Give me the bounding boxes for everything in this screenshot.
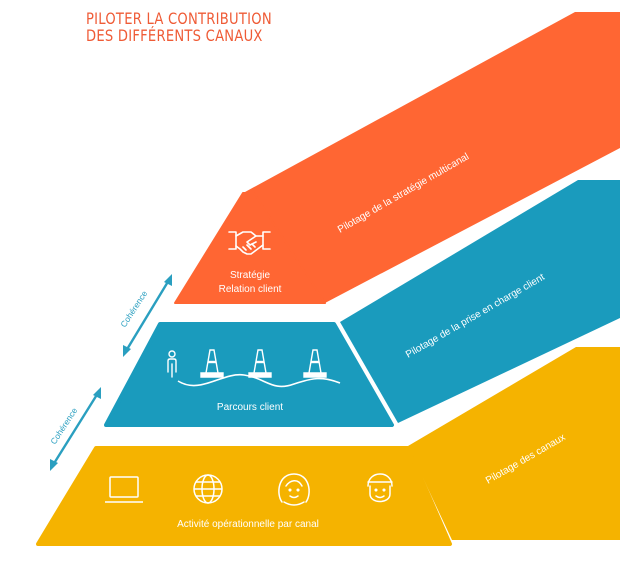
coherence-label-upper: Cohérence (118, 289, 149, 330)
traffic-cone-icon (303, 349, 327, 378)
laptop-icon (105, 476, 143, 503)
handshake-icon (228, 231, 271, 255)
title-line-1: PILOTER LA CONTRIBUTION (86, 9, 272, 28)
band-middle (340, 180, 620, 423)
globe-icon (193, 474, 223, 504)
coherence-label-lower: Cohérence (48, 406, 79, 447)
traffic-cone-icon (248, 349, 272, 378)
band-bottom (408, 347, 620, 540)
coherence-arrow-lower (50, 387, 101, 471)
page-title: PILOTER LA CONTRIBUTION DES DIFFÉRENTS C… (86, 10, 272, 44)
road-line (177, 374, 341, 388)
bottom-tier-label: Activité opérationnelle par canal (177, 519, 319, 530)
pyramid-bottom-tier (36, 446, 452, 546)
top-tier-label-line1: Stratégie (230, 270, 270, 281)
coherence-arrow-upper (123, 274, 172, 357)
agent-headset-icon (367, 473, 393, 503)
band-top (245, 12, 620, 303)
top-tier-label-line2: Relation client (219, 284, 282, 295)
title-line-2: DES DIFFÉRENTS CANAUX (86, 26, 263, 45)
middle-tier-label: Parcours client (217, 402, 283, 413)
traffic-cone-icon (200, 349, 224, 378)
person-icon (167, 350, 177, 378)
woman-face-icon (278, 473, 310, 506)
